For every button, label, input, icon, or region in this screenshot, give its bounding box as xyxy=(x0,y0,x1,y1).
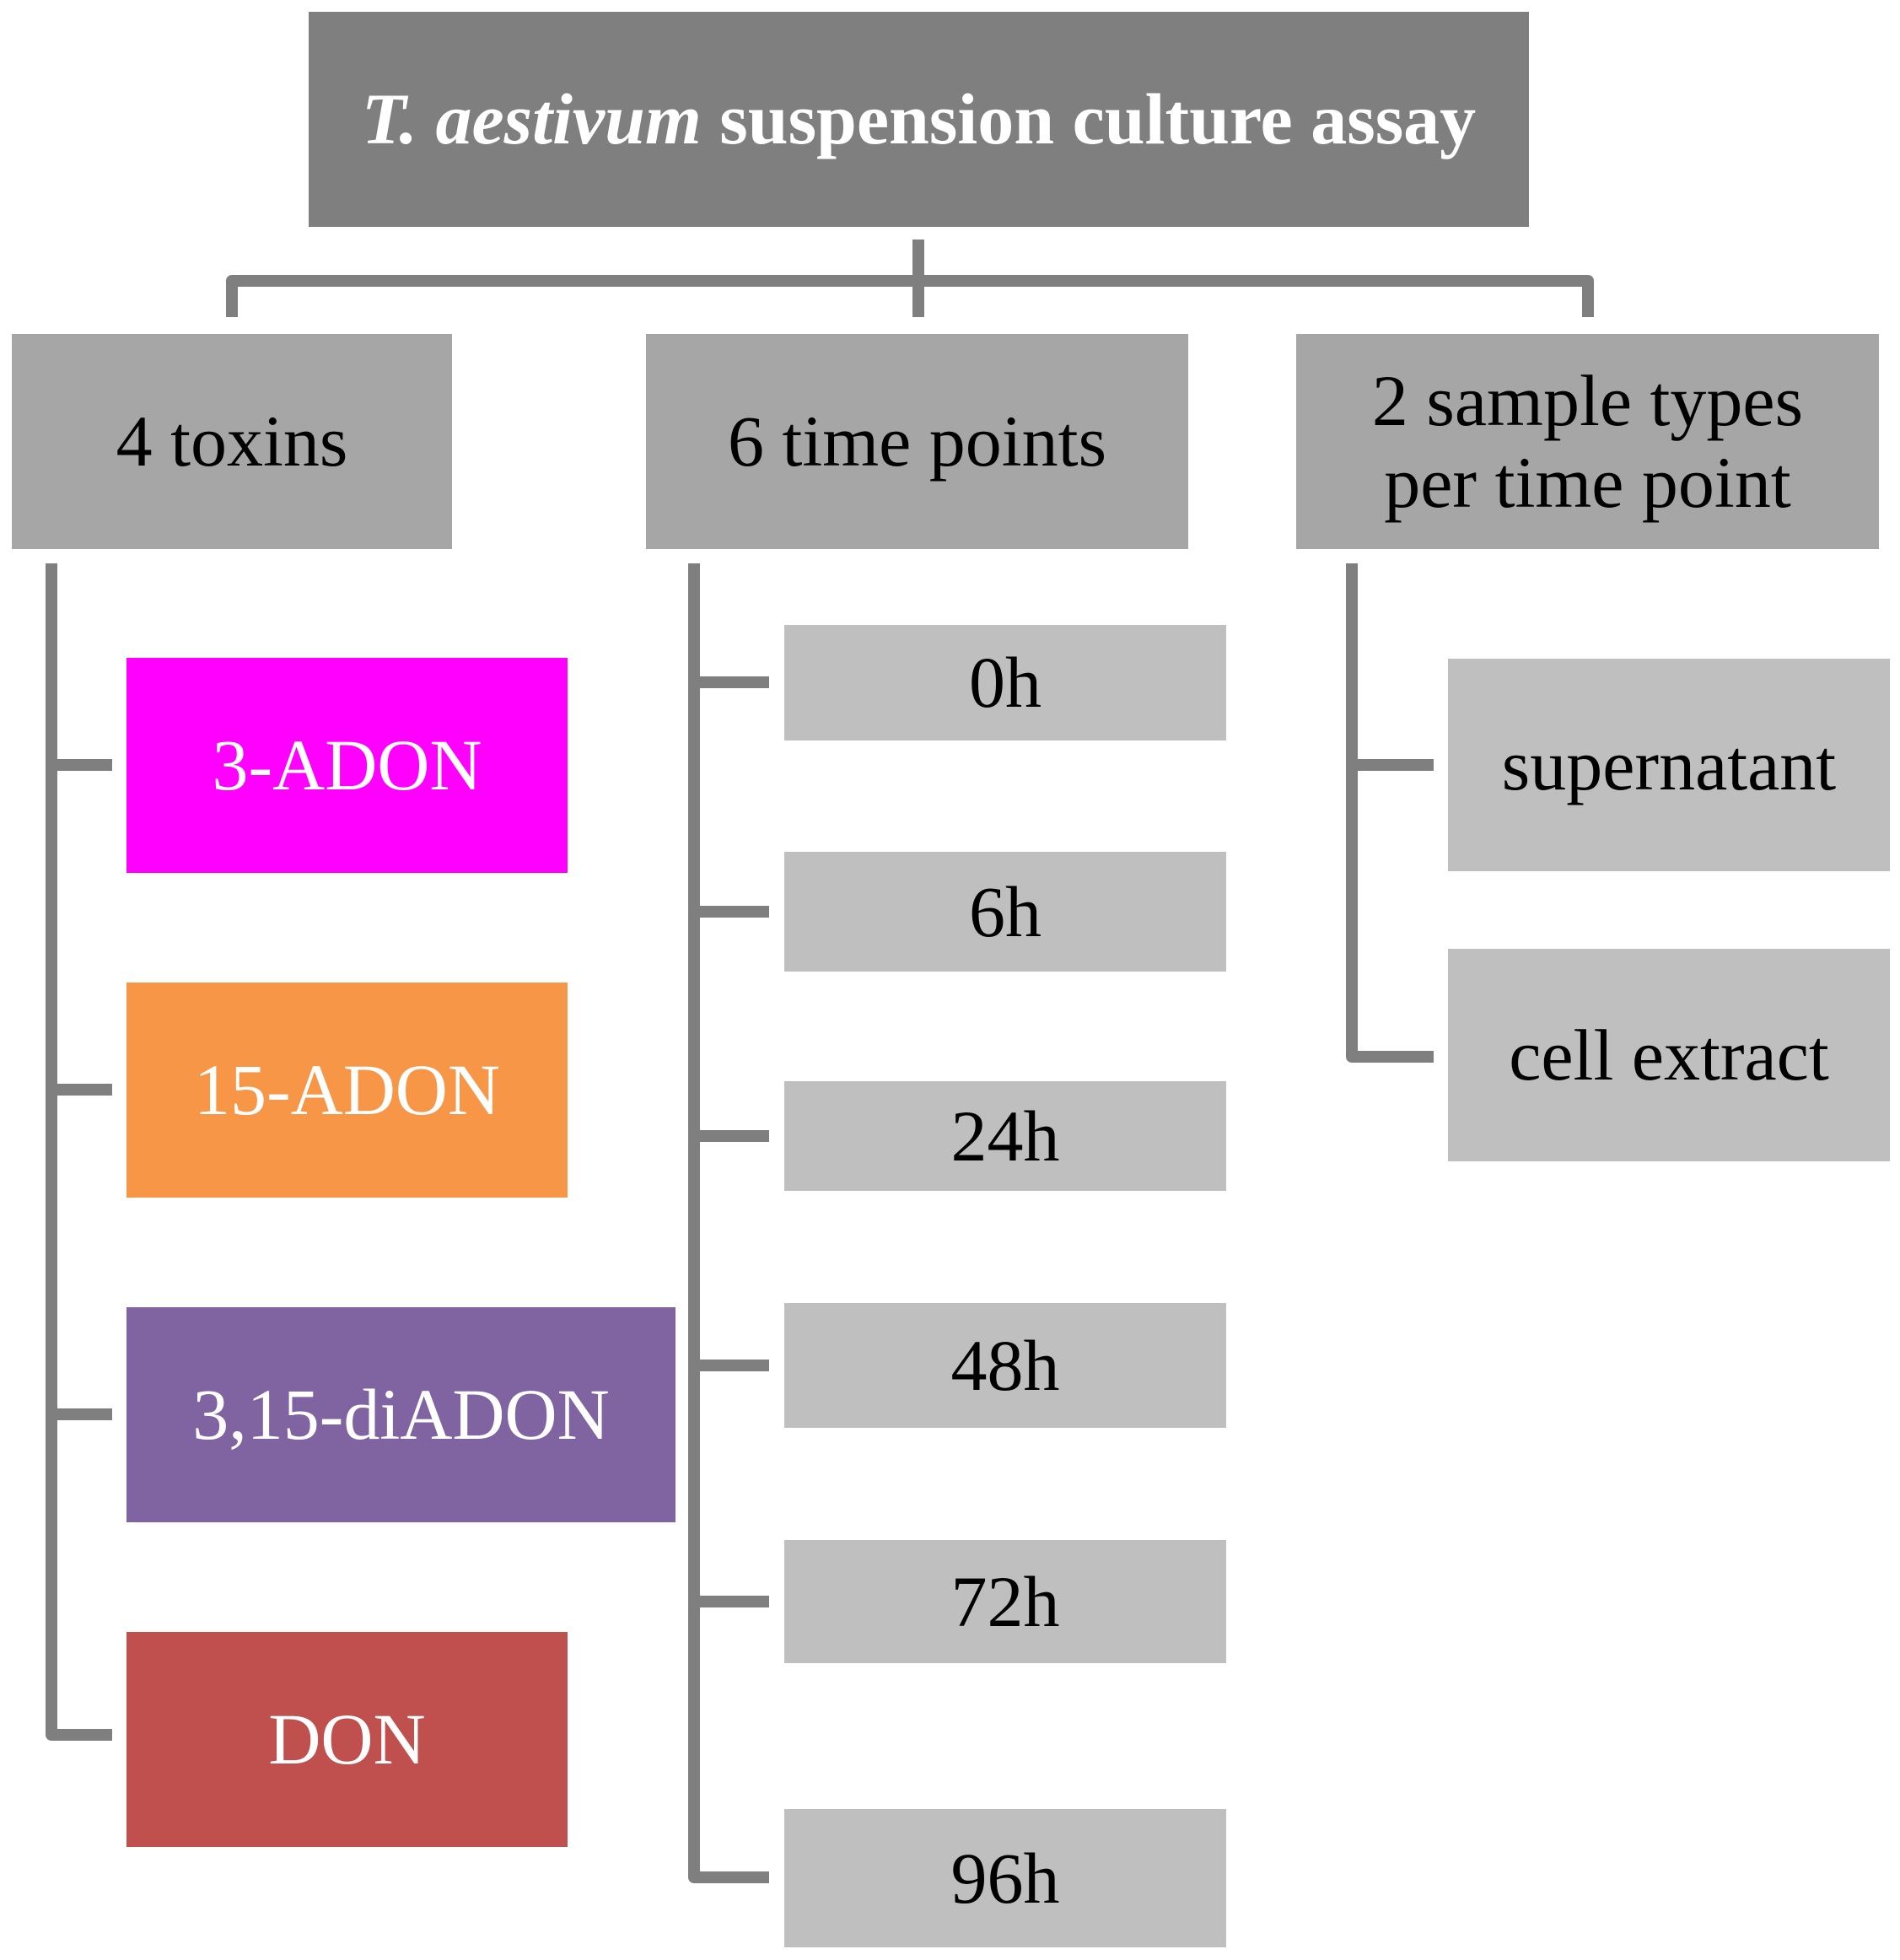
time-point-6h: 6h xyxy=(784,852,1226,972)
category-time-points-label: 6 time points xyxy=(727,401,1107,482)
sample-type-cell-extract: cell extract xyxy=(1448,949,1890,1161)
time-spine xyxy=(688,563,769,1883)
category-toxins-label: 4 toxins xyxy=(116,401,348,482)
toxin-3-adon: 3-ADON xyxy=(126,658,568,873)
root-title-species: T. aestivum xyxy=(361,78,702,160)
sample-spine xyxy=(1346,563,1434,1063)
time-point-72h: 72h xyxy=(784,1540,1226,1663)
category-sample-types: 2 sample types per time point xyxy=(1296,334,1879,549)
sample-type-label: cell extract xyxy=(1509,1014,1829,1096)
category-bracket xyxy=(226,275,1594,317)
toxin-label: 15-ADON xyxy=(193,1049,501,1131)
toxin-don: DON xyxy=(126,1632,568,1847)
time-point-96h: 96h xyxy=(784,1809,1226,1947)
toxin-label: DON xyxy=(268,1699,426,1780)
sample-type-supernatant: supernatant xyxy=(1448,659,1890,871)
root-node: T. aestivum suspension culture assay xyxy=(309,12,1529,227)
sample-type-label: supernatant xyxy=(1501,724,1837,805)
time-point-label: 72h xyxy=(950,1560,1060,1642)
time-point-label: 48h xyxy=(950,1324,1060,1406)
toxin-3-15-diadon: 3,15-diADON xyxy=(126,1307,675,1522)
root-title-rest: suspension culture assay xyxy=(719,78,1477,160)
toxin-label: 3,15-diADON xyxy=(192,1374,610,1456)
category-toxins: 4 toxins xyxy=(12,334,452,549)
time-point-label: 6h xyxy=(969,870,1042,952)
time-point-48h: 48h xyxy=(784,1303,1226,1428)
time-point-24h: 24h xyxy=(784,1081,1226,1191)
category-time-points: 6 time points xyxy=(646,334,1188,549)
toxin-15-adon: 15-ADON xyxy=(126,983,568,1198)
toxin-label: 3-ADON xyxy=(212,724,482,806)
time-point-label: 0h xyxy=(969,642,1042,724)
time-point-label: 24h xyxy=(950,1095,1060,1177)
root-title: T. aestivum suspension culture assay xyxy=(362,78,1476,159)
time-point-label: 96h xyxy=(950,1837,1060,1919)
toxins-spine xyxy=(46,563,112,1741)
category-sample-types-label: 2 sample types per time point xyxy=(1371,360,1804,523)
time-point-0h: 0h xyxy=(784,625,1226,740)
